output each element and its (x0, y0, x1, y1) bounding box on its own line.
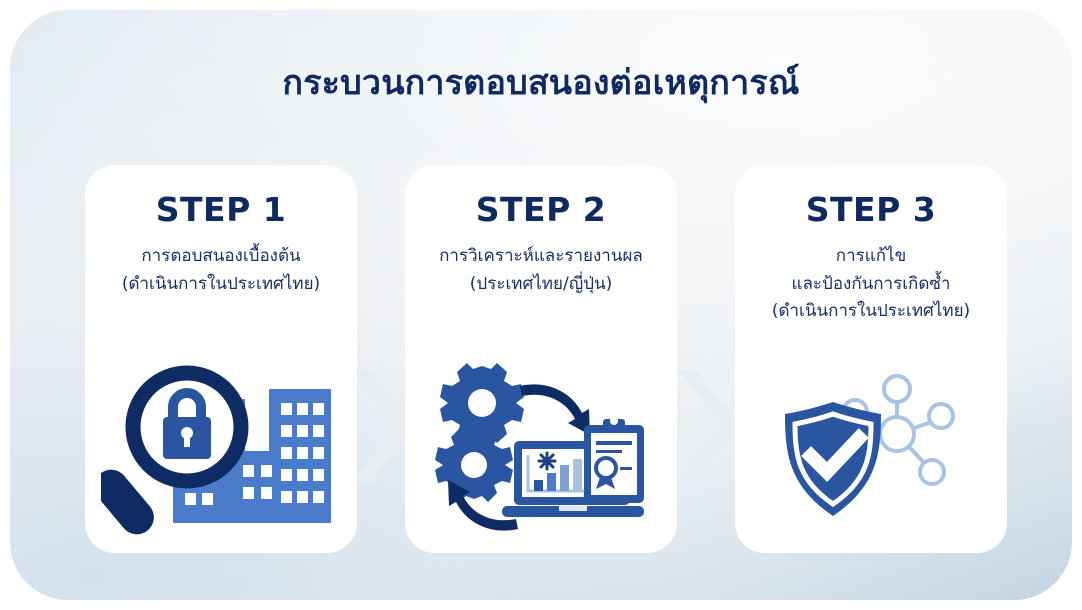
step-1-heading: STEP 1 (155, 190, 287, 229)
step-2-description: การวิเคราะห์และรายงานผล (ประเทศไทย/ญี่ปุ… (405, 243, 677, 298)
step-3-heading: STEP 3 (805, 190, 937, 229)
step-1-line-2: (ดำเนินการในประเทศไทย) (121, 273, 321, 294)
page-title: กระบวนการตอบสนองต่อเหตุการณ์ (282, 63, 800, 103)
step-1-icon-area (85, 353, 357, 543)
step-3-line-2: และป้องกันการเกิดซ้ำ (791, 273, 951, 294)
step-2-heading: STEP 2 (475, 190, 607, 229)
steps-container: STEP 1 การตอบสนองเบื้องต้น (ดำเนินการในป… (0, 165, 1082, 555)
chevron-step2-step3 (678, 370, 740, 482)
step-2-line-1: การวิเคราะห์และรายงานผล (439, 246, 643, 266)
magnifier-lock-buildings-icon (101, 365, 331, 534)
shield-check-network-icon (785, 374, 955, 516)
step-3-description: การแก้ไข และป้องกันการเกิดซ้ำ (ดำเนินการ… (735, 243, 1007, 326)
step-2-icon-area (405, 353, 677, 543)
step-card-1[interactable]: STEP 1 การตอบสนองเบื้องต้น (ดำเนินการในป… (85, 165, 357, 553)
chevron-step1-step2 (353, 370, 415, 482)
step-2-line-2: (ประเทศไทย/ญี่ปุ่น) (469, 273, 613, 294)
step-card-2[interactable]: STEP 2 การวิเคราะห์และรายงานผล (ประเทศไท… (405, 165, 677, 553)
step-3-line-3: (ดำเนินการในประเทศไทย) (771, 301, 971, 322)
step-1-line-1: การตอบสนองเบื้องต้น (141, 246, 301, 266)
gears-laptop-report-icon (434, 363, 644, 531)
step-card-3[interactable]: STEP 3 การแก้ไข และป้องกันการเกิดซ้ำ (ดำ… (735, 165, 1007, 553)
step-3-icon-area (735, 353, 1007, 543)
step-1-description: การตอบสนองเบื้องต้น (ดำเนินการในประเทศไท… (85, 243, 357, 298)
step-3-line-1: การแก้ไข (835, 246, 907, 266)
